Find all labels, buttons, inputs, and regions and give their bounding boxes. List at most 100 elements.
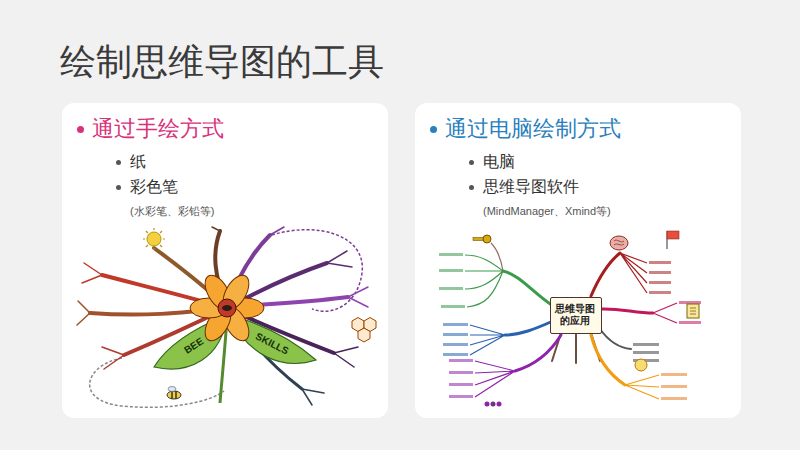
sub-branches: [84, 263, 102, 275]
branches: [215, 231, 227, 308]
slide-title: 绘制思维导图的工具: [60, 40, 384, 84]
sub-branches: [625, 375, 659, 399]
main-branches: [505, 321, 553, 335]
branches: [90, 231, 348, 389]
bee-icon: [172, 391, 176, 399]
honeycomb-icon: [352, 318, 364, 332]
item-bars: [443, 353, 468, 356]
panel-heading: 通过电脑绘制方式: [445, 116, 621, 142]
sub-branches: [475, 361, 515, 397]
easel: [591, 333, 600, 361]
sun-icon: [143, 228, 165, 250]
main-branches: [503, 253, 653, 385]
sub-branches: [302, 389, 312, 405]
bullet-dot: [77, 126, 84, 133]
people-icon: [491, 402, 496, 407]
branches: [124, 308, 227, 355]
branches: [102, 275, 227, 308]
bullet-dot: [430, 126, 437, 133]
branches: [227, 263, 327, 308]
item-bars: [439, 269, 463, 272]
sub-branches: [465, 243, 677, 399]
item-bars: [439, 287, 463, 290]
bee-icon: [167, 387, 181, 400]
flower: [190, 271, 264, 345]
people-icon: [497, 402, 502, 407]
sub-branches: [104, 355, 124, 369]
main-branches: [591, 335, 625, 385]
brain-icon: [614, 240, 624, 245]
branches: [90, 308, 227, 315]
sub-branches: [327, 251, 347, 263]
item-bars: [633, 351, 659, 354]
stem-and-leaves: [230, 315, 316, 363]
sub-branches: [212, 227, 220, 231]
flower: [222, 305, 232, 311]
branches: [227, 235, 270, 308]
item-bars: [449, 395, 473, 398]
sub-branches: [270, 227, 284, 235]
flower: [218, 299, 236, 317]
flag-icon: [667, 231, 679, 239]
sub-branches: [620, 253, 647, 293]
easel: [552, 333, 600, 363]
bullet-item: 彩色笔: [130, 177, 178, 197]
stem-and-leaves: [154, 315, 316, 403]
main-branches: [503, 271, 553, 306]
sub-branches: [348, 297, 368, 307]
sub-branches: [465, 255, 503, 271]
key-icon: [473, 235, 491, 243]
icons: [473, 231, 699, 407]
item-bars: [633, 343, 659, 346]
notebook-icon: [687, 304, 699, 318]
sub-branches: [465, 270, 503, 271]
content-panel: 通过手绘方式纸彩色笔(水彩笔、彩铅等): [62, 103, 388, 418]
item-bars: [449, 359, 473, 362]
honeycomb-icon: [364, 318, 376, 332]
main-branches: [591, 253, 620, 296]
sub-branches: [467, 271, 503, 307]
people-icon: [485, 402, 502, 407]
flag-icon: [667, 231, 679, 249]
key-icon: [473, 238, 483, 241]
hand-drawn-mindmap-illustration: [62, 103, 388, 418]
item-bars: [649, 291, 671, 294]
dashed-loops: [90, 230, 363, 408]
item-bars: [649, 281, 671, 284]
item-bars: [441, 305, 465, 308]
sub-branches: [78, 301, 90, 313]
sub-branches: [470, 325, 505, 355]
item-bars: [443, 343, 468, 346]
item-bars: [679, 321, 701, 324]
flower: [200, 302, 236, 345]
item-bars: [649, 261, 671, 264]
sub-branches: [334, 347, 358, 353]
bullet-dot: [116, 160, 121, 165]
dashed-loops: [90, 358, 224, 407]
stem-and-leaves: [220, 318, 227, 403]
bullet-note: (水彩笔、彩铅等): [130, 204, 214, 218]
flower: [190, 298, 228, 318]
bullet-dot: [469, 160, 474, 165]
software-mindmap-illustration: [415, 103, 741, 418]
central-topic-board: 思维导图的应用: [550, 297, 602, 334]
sub-branches: [348, 287, 368, 297]
sub-branches: [102, 347, 124, 355]
main-branches: [515, 335, 561, 371]
item-bars: [449, 383, 473, 386]
sun-icon: [635, 359, 647, 371]
notebook-icon: [687, 304, 699, 318]
bullet-dot: [116, 185, 121, 190]
easel: [575, 333, 577, 363]
sun-icon: [635, 359, 647, 371]
bullet-item: 电脑: [483, 152, 515, 172]
item-bars: [633, 359, 659, 362]
stem-and-leaves: [154, 315, 227, 369]
item-bars: [661, 385, 687, 388]
sub-branches: [491, 243, 503, 271]
main-branches: [600, 329, 631, 349]
sub-branches: [327, 263, 352, 267]
central-topic-text: 思维导图的应用: [555, 303, 595, 327]
branches: [154, 248, 227, 308]
